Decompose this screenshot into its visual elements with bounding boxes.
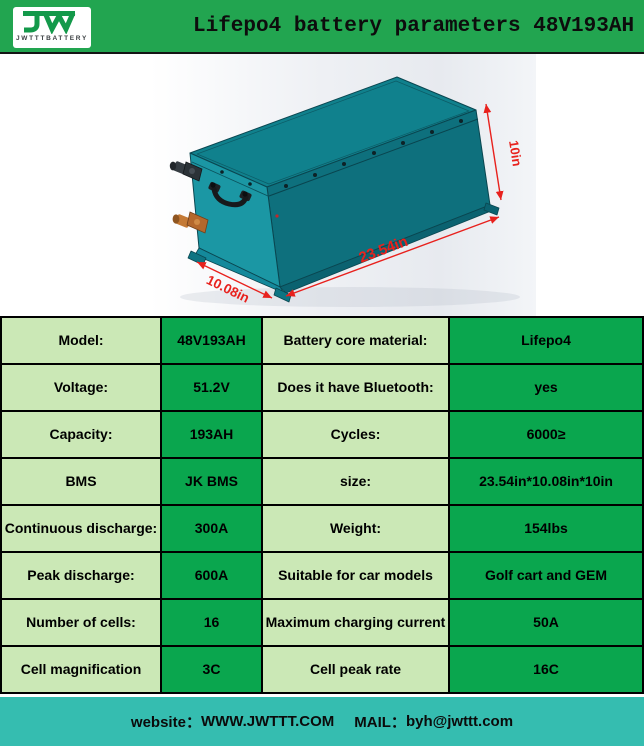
dimension-height-label: 10in (506, 139, 525, 167)
spec-value: 16C (450, 647, 642, 692)
website-label: website： (130, 714, 201, 731)
spec-label: Battery core material: (263, 318, 448, 363)
terminal-connector-icon (169, 161, 203, 182)
spec-label: Number of cells: (2, 600, 160, 645)
spec-value: 51.2V (162, 365, 261, 410)
spec-label: size: (263, 459, 448, 504)
footer-bar: website： WWW.JWTTT.COM MAIL： byh@jwttt.c… (0, 697, 644, 746)
spec-value: 50A (450, 600, 642, 645)
spec-label: Maximum charging current (263, 600, 448, 645)
mail-value: byh@jwttt.com (405, 713, 514, 730)
spec-value: 154lbs (450, 506, 642, 551)
height-arrow (483, 103, 504, 201)
spec-value: JK BMS (162, 459, 261, 504)
spec-value: Lifepo4 (450, 318, 642, 363)
spec-label: Cell magnification (2, 647, 160, 692)
battery-illustration-section: 10in 23.54in 10.08in (0, 54, 644, 316)
spec-label: Model: (2, 318, 160, 363)
length-arrow (285, 216, 500, 297)
spec-value: 48V193AH (162, 318, 261, 363)
spec-label: Weight: (263, 506, 448, 551)
spec-value: Golf cart and GEM (450, 553, 642, 598)
spec-label: Cell peak rate (263, 647, 448, 692)
red-sticker (275, 214, 279, 218)
spec-table: Model: 48V193AH Battery core material: L… (0, 316, 644, 694)
spec-label: BMS (2, 459, 160, 504)
spec-value: 600A (162, 553, 261, 598)
spec-value: 193AH (162, 412, 261, 457)
spec-value: 300A (162, 506, 261, 551)
handle (208, 181, 252, 208)
battery-3d-render: 10in 23.54in 10.08in (150, 54, 536, 316)
spec-value: 23.54in*10.08in*10in (450, 459, 642, 504)
width-arrow (196, 261, 273, 299)
spec-label: Capacity: (2, 412, 160, 457)
spec-value: yes (450, 365, 642, 410)
header-bar: JWTTTBATTERY Lifepo4 battery parameters … (0, 0, 644, 54)
screw-dots (220, 119, 463, 188)
logo-jw-icon (23, 10, 76, 34)
spec-value: 3C (162, 647, 261, 692)
spec-label: Cycles: (263, 412, 448, 457)
spec-value: 6000≥ (450, 412, 642, 457)
spec-label: Voltage: (2, 365, 160, 410)
spec-value: 16 (162, 600, 261, 645)
spec-label: Does it have Bluetooth: (263, 365, 448, 410)
spec-label: Suitable for car models (263, 553, 448, 598)
brand-name: JWTTTBATTERY (15, 35, 89, 42)
mail-label: MAIL： (354, 714, 406, 731)
spec-label: Peak discharge: (2, 553, 160, 598)
page-title: Lifepo4 battery parameters 48V193AH (193, 15, 635, 38)
charging-port-icon (172, 211, 209, 234)
spec-label: Continuous discharge: (2, 506, 160, 551)
company-logo: JWTTTBATTERY (13, 7, 91, 48)
website-value: WWW.JWTTT.COM (200, 713, 335, 730)
